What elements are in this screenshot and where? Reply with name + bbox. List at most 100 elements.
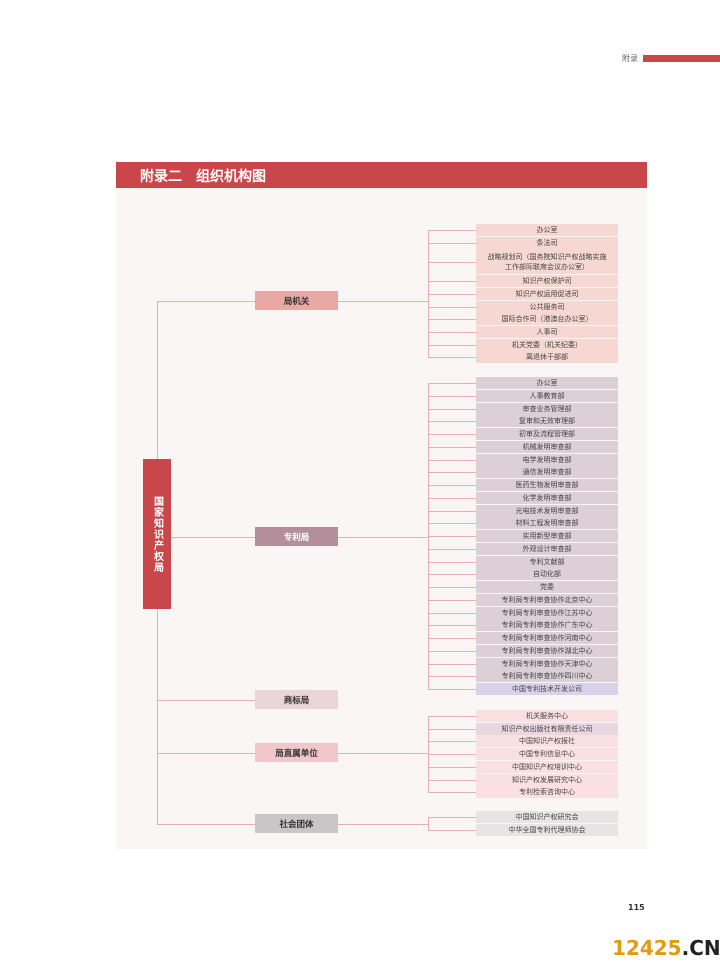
item-connector (428, 574, 476, 576)
item-connector (428, 741, 476, 743)
org-unit-item: 办公室 (476, 224, 618, 236)
item-connector (428, 754, 476, 756)
org-unit-label: 初审及流程管理部 (519, 430, 575, 439)
org-unit-item: 专利局专利审查协作北京中心 (476, 593, 618, 606)
item-connector (428, 766, 476, 768)
item-connector (428, 261, 476, 263)
item-connector (428, 523, 476, 525)
org-unit-label: 外观设计审查部 (522, 544, 572, 553)
org-unit-item: 中国知识产权培训中心 (476, 760, 618, 773)
org-unit-label: 中国知识产权报社 (519, 737, 575, 746)
org-unit-label: 专利局专利审查协作江苏中心 (501, 608, 593, 617)
org-unit-item: 机关党委（机关纪委） (476, 338, 618, 351)
item-connector (428, 319, 476, 321)
org-unit-item: 办公室 (476, 377, 618, 389)
org-unit-label: 中国专利信息中心 (519, 750, 575, 759)
item-connector (428, 587, 476, 589)
org-unit-label: 知识产权发展研究中心 (512, 775, 582, 784)
org-unit-label: 自动化部 (533, 570, 561, 579)
item-connector (428, 792, 476, 794)
branch-connector (157, 300, 255, 302)
org-unit-label: 专利局专利审查协作天津中心 (501, 659, 593, 668)
branch-node: 局机关 (255, 291, 338, 310)
org-unit-item: 电学发明审查部 (476, 453, 618, 466)
item-connector (428, 344, 476, 346)
org-unit-item: 专利局专利审查协作湖北中心 (476, 644, 618, 657)
org-unit-item: 中华全国专利代理师协会 (476, 823, 618, 836)
org-unit-item: 初审及流程管理部 (476, 428, 618, 441)
org-unit-item: 专利文献部 (476, 555, 618, 568)
org-unit-label: 机械发明审查部 (522, 442, 572, 451)
org-unit-item: 外观设计审查部 (476, 542, 618, 555)
org-unit-item: 党委 (476, 581, 618, 594)
branch-to-spine-connector (338, 752, 428, 754)
org-unit-item: 专利局专利审查协作河南中心 (476, 632, 618, 645)
org-unit-item: 机械发明审查部 (476, 440, 618, 453)
item-spine (428, 817, 429, 830)
item-connector (428, 306, 476, 308)
org-unit-item: 知识产权运用促进司 (476, 287, 618, 300)
item-connector (428, 536, 476, 538)
org-unit-label: 知识产权保护司 (522, 277, 572, 286)
org-unit-item: 人事司 (476, 325, 618, 338)
branch-to-spine-connector (338, 536, 428, 538)
branch-connector (157, 536, 255, 538)
org-unit-label: 专利局专利审查协作四川中心 (501, 672, 593, 681)
org-unit-item: 专利局专利审查协作广东中心 (476, 619, 618, 632)
branch-connector (157, 699, 255, 701)
org-root-node: 国家知识产权局 (143, 459, 171, 609)
item-connector (428, 561, 476, 563)
org-unit-item: 知识产权保护司 (476, 275, 618, 288)
org-unit-label: 公共服务司 (529, 302, 565, 311)
item-connector (428, 497, 476, 499)
org-unit-item: 实用新型审查部 (476, 530, 618, 543)
org-unit-item: 条法司 (476, 236, 618, 249)
org-unit-item: 材料工程发明审查部 (476, 517, 618, 530)
item-connector (428, 446, 476, 448)
item-connector (428, 331, 476, 333)
org-unit-label: 专利文献部 (529, 557, 565, 566)
org-unit-item: 复审和无效审理部 (476, 415, 618, 428)
branch-node: 局直属单位 (255, 743, 338, 762)
item-connector (428, 612, 476, 614)
org-unit-label: 专利检索咨询中心 (519, 788, 575, 797)
item-connector (428, 650, 476, 652)
watermark-logo: 12425.CN (612, 936, 720, 960)
org-unit-item: 知识产权出版社有限责任公司 (476, 722, 618, 735)
header-section-label: 附录 (622, 54, 638, 63)
item-connector (428, 357, 476, 359)
org-unit-label: 中华全国专利代理师协会 (508, 825, 586, 834)
item-connector (428, 625, 476, 627)
org-unit-label: 办公室 (536, 379, 558, 387)
item-connector (428, 472, 476, 474)
item-connector (428, 728, 476, 730)
org-unit-item: 中国专利技术开发公司 (476, 683, 618, 696)
org-unit-item: 战略规划司（国务院知识产权战略实施工作部际联席会议办公室） (476, 249, 618, 275)
item-connector (428, 829, 476, 831)
org-unit-item: 自动化部 (476, 568, 618, 581)
org-unit-label: 电学发明审查部 (522, 455, 572, 464)
org-unit-label: 中国知识产权培训中心 (512, 762, 582, 771)
org-unit-label: 党委 (540, 583, 554, 592)
org-unit-label: 实用新型审查部 (522, 532, 572, 541)
item-connector (428, 459, 476, 461)
org-unit-label: 专利局专利审查协作北京中心 (501, 595, 593, 604)
item-connector (428, 293, 476, 295)
org-unit-label: 办公室 (536, 226, 558, 234)
page-number: 115 (628, 903, 645, 912)
org-unit-label: 专利局专利审查协作广东中心 (501, 621, 593, 630)
page-title: 附录二 组织机构图 (140, 169, 266, 185)
org-unit-item: 中国专利信息中心 (476, 748, 618, 761)
item-connector (428, 383, 476, 384)
branch-node: 社会团体 (255, 814, 338, 833)
item-connector (428, 817, 476, 818)
org-unit-item: 医药生物发明审查部 (476, 479, 618, 492)
org-unit-item: 人事教育部 (476, 389, 618, 402)
item-spine (428, 230, 429, 358)
item-connector (428, 638, 476, 640)
item-connector (428, 663, 476, 665)
watermark-number: 12425 (612, 936, 682, 960)
org-unit-label: 中国专利技术开发公司 (512, 685, 582, 694)
org-unit-label: 知识产权出版社有限责任公司 (501, 724, 593, 733)
item-connector (428, 548, 476, 550)
